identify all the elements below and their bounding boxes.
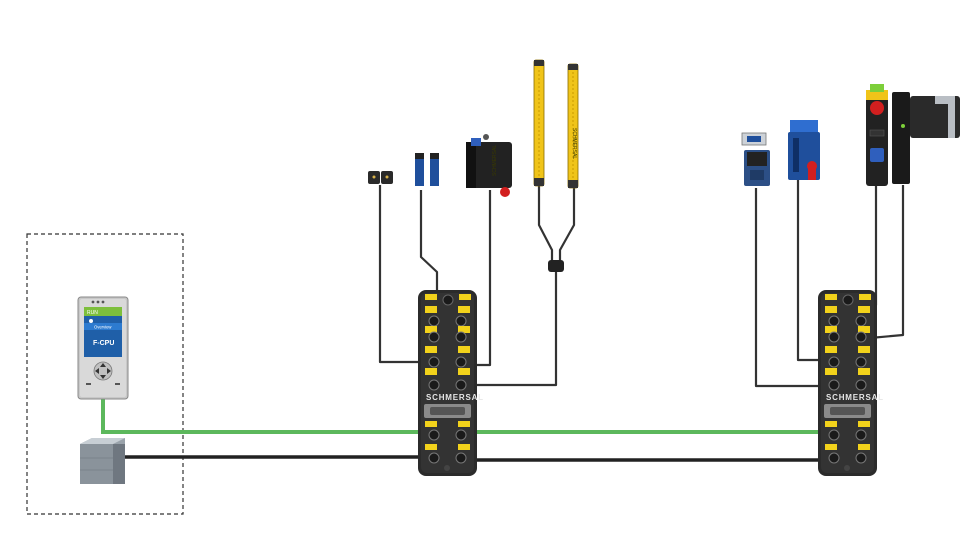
status-led [101,300,105,304]
power-cables [123,455,830,462]
estop-button[interactable] [870,101,884,115]
signal-cable-light-curtain [470,272,558,387]
signal-cable-rfid-sensor [754,188,832,388]
power-supply-unit [80,438,125,484]
door-switch-release-knob[interactable] [500,187,510,197]
magnetic-safety-sensor [368,171,393,184]
ethernet-cable-plc-to-module-1 [101,396,432,434]
plc-panel[interactable]: RUN Overview F-CPU [77,296,129,400]
plc-menu-text: Overview [94,325,112,330]
light-curtain-brand: SCHMERSAL [571,128,577,159]
status-led [91,300,95,304]
plc-nav-pad[interactable] [93,361,113,381]
signal-cable-light-curtain-right-branch [558,185,576,262]
emergency-stop-control-box [866,84,888,186]
io-module-2-ports [825,294,871,391]
signal-cable-light-curtain-left-branch [537,185,554,262]
io-module-1-brand: SCHMERSAL [426,393,484,402]
light-curtain-y-connector [548,260,564,272]
io-module-2[interactable]: SCHMERSAL [818,290,884,476]
status-led [96,300,100,304]
safety-interlock [788,120,820,180]
safety-door-switch: SCHMERSAL [466,134,512,197]
rfid-safety-sensor [741,132,770,186]
io-module-1[interactable]: SCHMERSAL [418,290,484,476]
door-handle-lock [892,92,960,184]
coded-magnetic-sensor [415,153,439,186]
signal-cables-group-1 [378,185,576,387]
control-cabinet-frame [26,233,184,515]
plc-status-text: RUN [87,310,98,316]
safety-light-curtain: SCHMERSAL [533,59,579,272]
plc-title-text: F-CPU [93,340,114,347]
io-module-2-brand: SCHMERSAL [826,393,884,402]
door-switch-brand: SCHMERSAL [492,145,498,176]
signal-cable-sensor-1 [378,185,432,364]
io-module-1-ports [425,294,471,391]
ethernet-cables [101,396,830,434]
signal-cable-handle-lock [869,185,905,340]
